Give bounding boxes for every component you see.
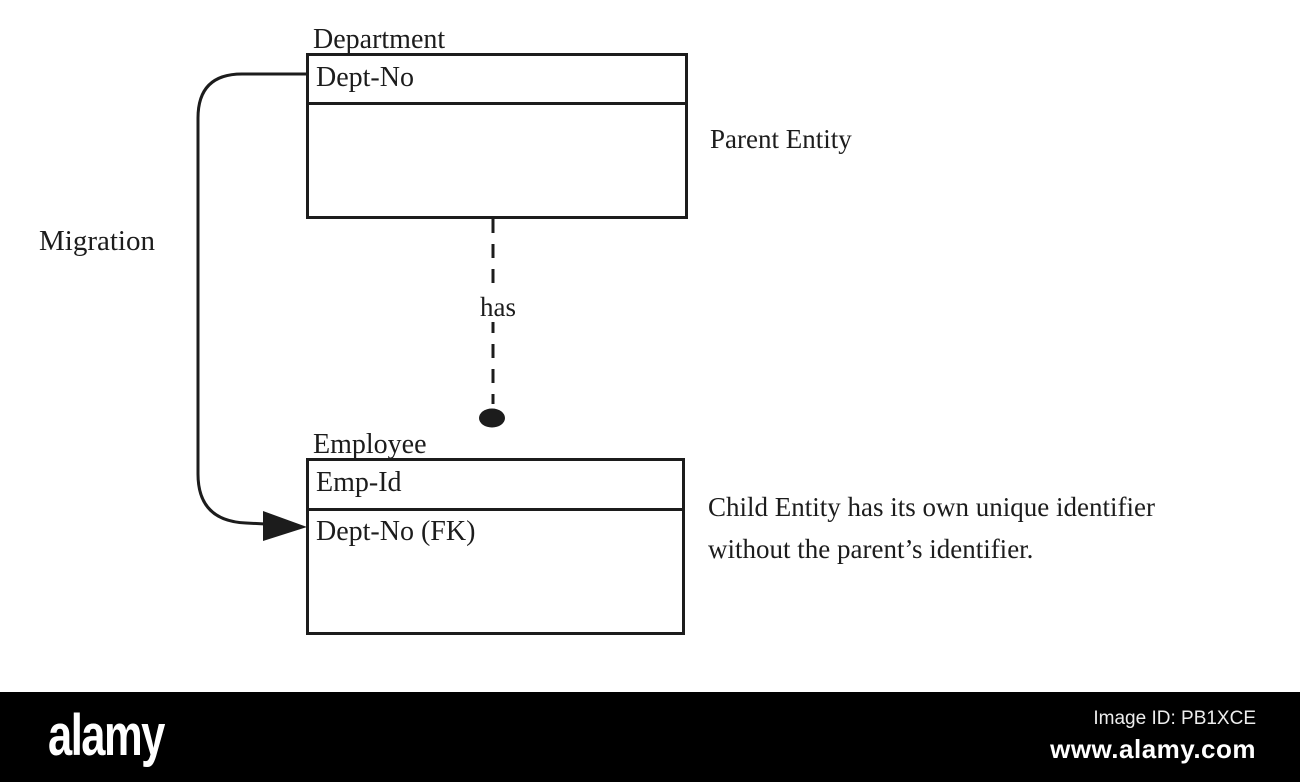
site-url: www.alamy.com: [1050, 734, 1256, 764]
image-id: Image ID: PB1XCE: [1093, 708, 1256, 729]
child-note-line-1: Child Entity has its own unique identifi…: [708, 492, 1155, 522]
child-note: Child Entity has its own unique identifi…: [708, 486, 1155, 570]
relationship-label: has: [476, 292, 520, 322]
migration-arrow-path: [196, 72, 308, 527]
migration-label: Migration: [39, 225, 155, 257]
watermark-bar: alamy Image ID: PB1XCE www.alamy.com: [0, 692, 1300, 782]
child-note-line-2: without the parent’s identifier.: [708, 534, 1034, 564]
parent-entity-title: Department: [313, 24, 446, 55]
watermark-info: Image ID: PB1XCE www.alamy.com: [1050, 708, 1256, 765]
parent-key-attribute: Dept-No: [309, 56, 685, 105]
entity-employee: Emp-Id Dept-No (FK): [306, 458, 685, 635]
alamy-logo: alamy: [48, 703, 165, 769]
arrowhead-icon: [263, 511, 307, 541]
parent-attributes: [309, 105, 685, 110]
child-entity-title: Employee: [313, 429, 427, 460]
entity-department: Dept-No: [306, 53, 688, 219]
cardinality-dot-icon: [479, 408, 505, 428]
parent-note: Parent Entity: [710, 124, 852, 154]
child-key-attribute: Emp-Id: [309, 461, 682, 511]
child-fk-attribute: Dept-No (FK): [316, 516, 476, 547]
